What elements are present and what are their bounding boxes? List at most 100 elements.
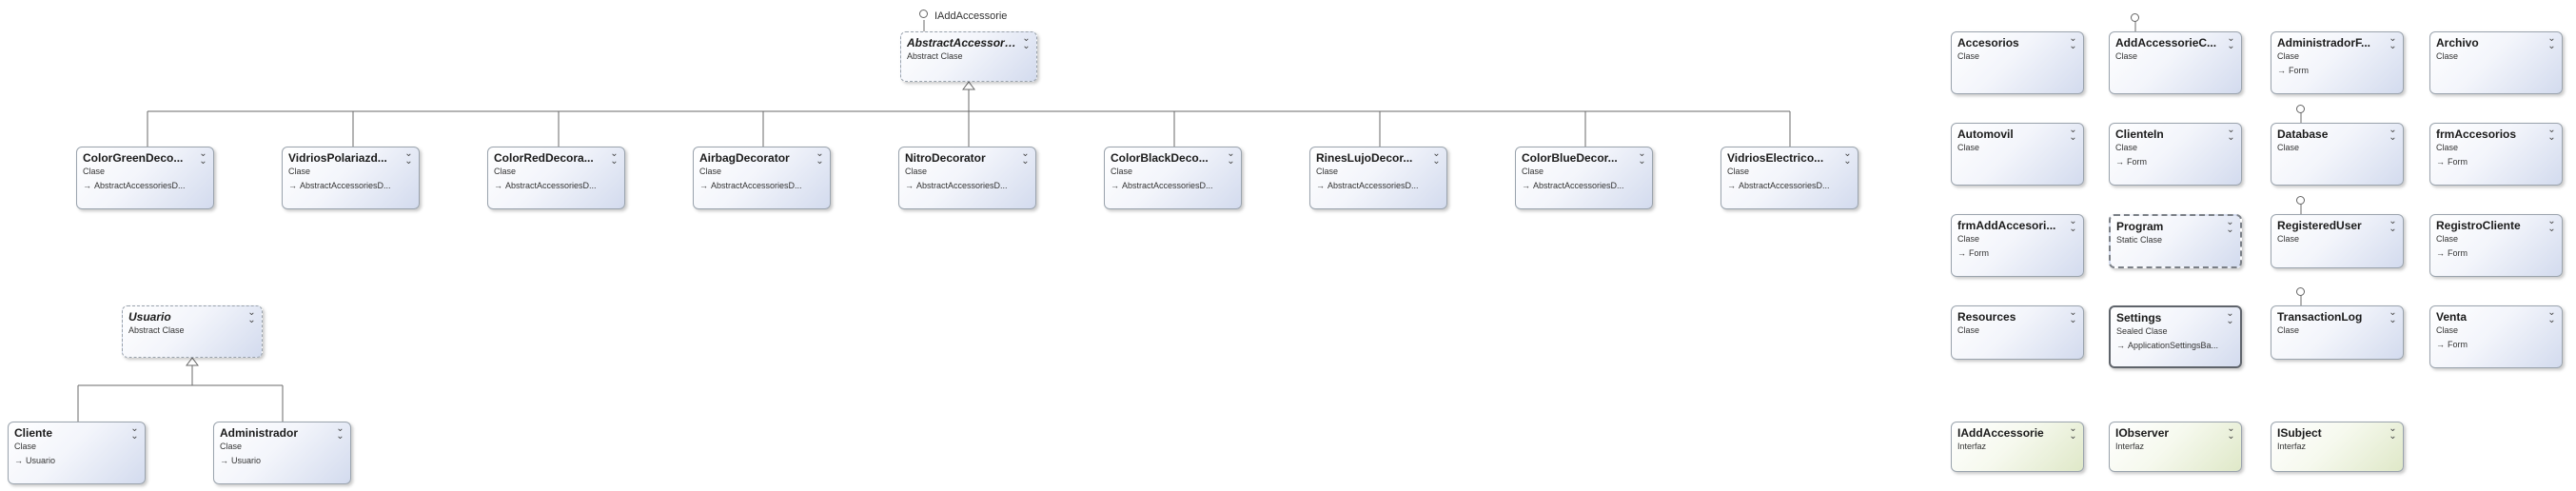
class-title: ColorBlackDeco...: [1111, 151, 1209, 165]
class-venta[interactable]: Venta Clase →Form ⌄⌄: [2429, 305, 2563, 368]
class-title: Program: [2116, 220, 2164, 233]
base-class: →AbstractAccessoriesD...: [288, 181, 391, 190]
class-resources[interactable]: Resources Clase ⌄⌄: [1951, 305, 2084, 360]
class-color-blue-decorator[interactable]: ColorBlueDecor... Clase →AbstractAccesso…: [1515, 147, 1653, 209]
collapse-chevron-icon[interactable]: ⌄⌄: [2389, 33, 2396, 51]
collapse-chevron-icon[interactable]: ⌄⌄: [1638, 148, 1645, 167]
collapse-chevron-icon[interactable]: ⌄⌄: [2547, 125, 2555, 143]
class-title: NitroDecorator: [905, 151, 986, 165]
class-usuario[interactable]: Usuario Abstract Clase ⌄⌄: [122, 305, 263, 358]
class-title: ColorGreenDeco...: [83, 151, 184, 165]
class-settings[interactable]: Settings Sealed Clase →ApplicationSettin…: [2109, 305, 2242, 368]
collapse-chevron-icon[interactable]: ⌄⌄: [816, 148, 823, 167]
collapse-chevron-icon[interactable]: ⌄⌄: [1227, 148, 1234, 167]
inherit-arrow-icon: →: [1522, 181, 1530, 190]
class-title: RegisteredUser: [2277, 219, 2362, 232]
class-vidrios-polarizados[interactable]: VidriosPolariazd... Clase →AbstractAcces…: [282, 147, 420, 209]
class-title: Database: [2277, 128, 2329, 141]
class-kind: Clase: [2436, 234, 2459, 244]
class-kind: Interfaz: [2115, 442, 2145, 451]
collapse-chevron-icon[interactable]: ⌄⌄: [2227, 125, 2234, 143]
base-class: →Form: [2436, 248, 2468, 258]
inherit-arrow-icon: →: [1727, 181, 1736, 190]
class-color-red-decorator[interactable]: ColorRedDecora... Clase →AbstractAccesso…: [487, 147, 625, 209]
class-frm-add-accesori[interactable]: frmAddAccesori... Clase →Form ⌄⌄: [1951, 214, 2084, 277]
collapse-chevron-icon[interactable]: ⌄⌄: [2389, 216, 2396, 234]
class-title: AbstractAccessorie...: [907, 36, 1024, 49]
class-title: IObserver: [2115, 426, 2170, 440]
class-title: frmAccesorios: [2436, 128, 2517, 141]
collapse-chevron-icon[interactable]: ⌄⌄: [2389, 125, 2396, 143]
interface-i-subject[interactable]: ISubject Interfaz ⌄⌄: [2271, 422, 2404, 472]
interface-i-add-accessorie[interactable]: IAddAccessorie Interfaz ⌄⌄: [1951, 422, 2084, 472]
class-color-black-decorator[interactable]: ColorBlackDeco... Clase →AbstractAccesso…: [1104, 147, 1242, 209]
class-kind: Clase: [288, 167, 311, 176]
class-automovil[interactable]: Automovil Clase ⌄⌄: [1951, 123, 2084, 186]
collapse-chevron-icon[interactable]: ⌄⌄: [2069, 33, 2076, 51]
class-kind: Clase: [2277, 325, 2300, 335]
class-title: Automovil: [1957, 128, 2014, 141]
collapse-chevron-icon[interactable]: ⌄⌄: [2069, 423, 2076, 442]
class-title: Archivo: [2436, 36, 2479, 49]
class-add-accessorie-c[interactable]: AddAccessorieC... Clase ⌄⌄: [2109, 31, 2242, 94]
base-class: →Form: [2436, 157, 2468, 167]
class-kind: Static Clase: [2116, 235, 2163, 245]
class-cliente[interactable]: Cliente Clase →Usuario ⌄⌄: [8, 422, 146, 484]
class-kind: Clase: [1957, 234, 1980, 244]
interface-i-observer[interactable]: IObserver Interfaz ⌄⌄: [2109, 422, 2242, 472]
collapse-chevron-icon[interactable]: ⌄⌄: [1432, 148, 1440, 167]
class-cliente-in[interactable]: ClienteIn Clase →Form ⌄⌄: [2109, 123, 2242, 186]
base-class: →ApplicationSettingsBa...: [2116, 341, 2219, 350]
class-title: AirbagDecorator: [699, 151, 790, 165]
class-registro-cliente[interactable]: RegistroCliente Clase →Form ⌄⌄: [2429, 214, 2563, 277]
class-archivo[interactable]: Archivo Clase ⌄⌄: [2429, 31, 2563, 94]
class-transaction-log[interactable]: TransactionLog Clase ⌄⌄: [2271, 305, 2404, 360]
class-kind: Clase: [1316, 167, 1339, 176]
class-administrador[interactable]: Administrador Clase →Usuario ⌄⌄: [213, 422, 351, 484]
collapse-chevron-icon[interactable]: ⌄⌄: [404, 148, 412, 167]
collapse-chevron-icon[interactable]: ⌄⌄: [1843, 148, 1851, 167]
class-accesorios[interactable]: Accesorios Clase ⌄⌄: [1951, 31, 2084, 94]
collapse-chevron-icon[interactable]: ⌄⌄: [610, 148, 618, 167]
collapse-chevron-icon[interactable]: ⌄⌄: [130, 423, 138, 442]
collapse-chevron-icon[interactable]: ⌄⌄: [336, 423, 344, 442]
class-frm-accesorios[interactable]: frmAccesorios Clase →Form ⌄⌄: [2429, 123, 2563, 186]
collapse-chevron-icon[interactable]: ⌄⌄: [199, 148, 206, 167]
class-abstract-accessorie[interactable]: AbstractAccessorie... Abstract Clase ⌄⌄: [900, 31, 1037, 82]
class-database[interactable]: Database Clase ⌄⌄: [2271, 123, 2404, 186]
interface-lollipop-icon: [2296, 105, 2305, 113]
collapse-chevron-icon[interactable]: ⌄⌄: [2389, 423, 2396, 442]
class-airbag-decorator[interactable]: AirbagDecorator Clase →AbstractAccessori…: [693, 147, 831, 209]
class-title: Resources: [1957, 310, 2016, 324]
collapse-chevron-icon[interactable]: ⌄⌄: [2069, 216, 2076, 234]
class-administrador-f[interactable]: AdministradorF... Clase →Form ⌄⌄: [2271, 31, 2404, 94]
class-program[interactable]: Program Static Clase ⌄⌄: [2109, 214, 2242, 268]
class-nitro-decorator[interactable]: NitroDecorator Clase →AbstractAccessorie…: [898, 147, 1036, 209]
class-title: Accesorios: [1957, 36, 2019, 49]
collapse-chevron-icon[interactable]: ⌄⌄: [2226, 308, 2233, 326]
base-class: →AbstractAccessoriesD...: [1111, 181, 1213, 190]
collapse-chevron-icon[interactable]: ⌄⌄: [1022, 33, 1030, 51]
collapse-chevron-icon[interactable]: ⌄⌄: [1021, 148, 1029, 167]
class-kind: Sealed Clase: [2116, 326, 2168, 336]
collapse-chevron-icon[interactable]: ⌄⌄: [247, 307, 255, 325]
collapse-chevron-icon[interactable]: ⌄⌄: [2547, 307, 2555, 325]
class-title: TransactionLog: [2277, 310, 2363, 324]
inheritance-arrowhead: [186, 357, 199, 366]
collapse-chevron-icon[interactable]: ⌄⌄: [2227, 33, 2234, 51]
collapse-chevron-icon[interactable]: ⌄⌄: [2227, 423, 2234, 442]
inherit-arrow-icon: →: [2436, 248, 2445, 258]
class-rines-lujo-decorator[interactable]: RinesLujoDecor... Clase →AbstractAccesso…: [1309, 147, 1447, 209]
class-title: Administrador: [220, 426, 299, 440]
class-kind: Clase: [1111, 167, 1133, 176]
inherit-arrow-icon: →: [1957, 248, 1966, 258]
collapse-chevron-icon[interactable]: ⌄⌄: [2069, 307, 2076, 325]
collapse-chevron-icon[interactable]: ⌄⌄: [2547, 216, 2555, 234]
collapse-chevron-icon[interactable]: ⌄⌄: [2226, 217, 2233, 235]
class-color-green-decorator[interactable]: ColorGreenDeco... Clase →AbstractAccesso…: [76, 147, 214, 209]
collapse-chevron-icon[interactable]: ⌄⌄: [2389, 307, 2396, 325]
class-vidrios-electricos[interactable]: VidriosElectrico... Clase →AbstractAcces…: [1721, 147, 1858, 209]
collapse-chevron-icon[interactable]: ⌄⌄: [2069, 125, 2076, 143]
collapse-chevron-icon[interactable]: ⌄⌄: [2547, 33, 2555, 51]
class-registered-user[interactable]: RegisteredUser Clase ⌄⌄: [2271, 214, 2404, 268]
